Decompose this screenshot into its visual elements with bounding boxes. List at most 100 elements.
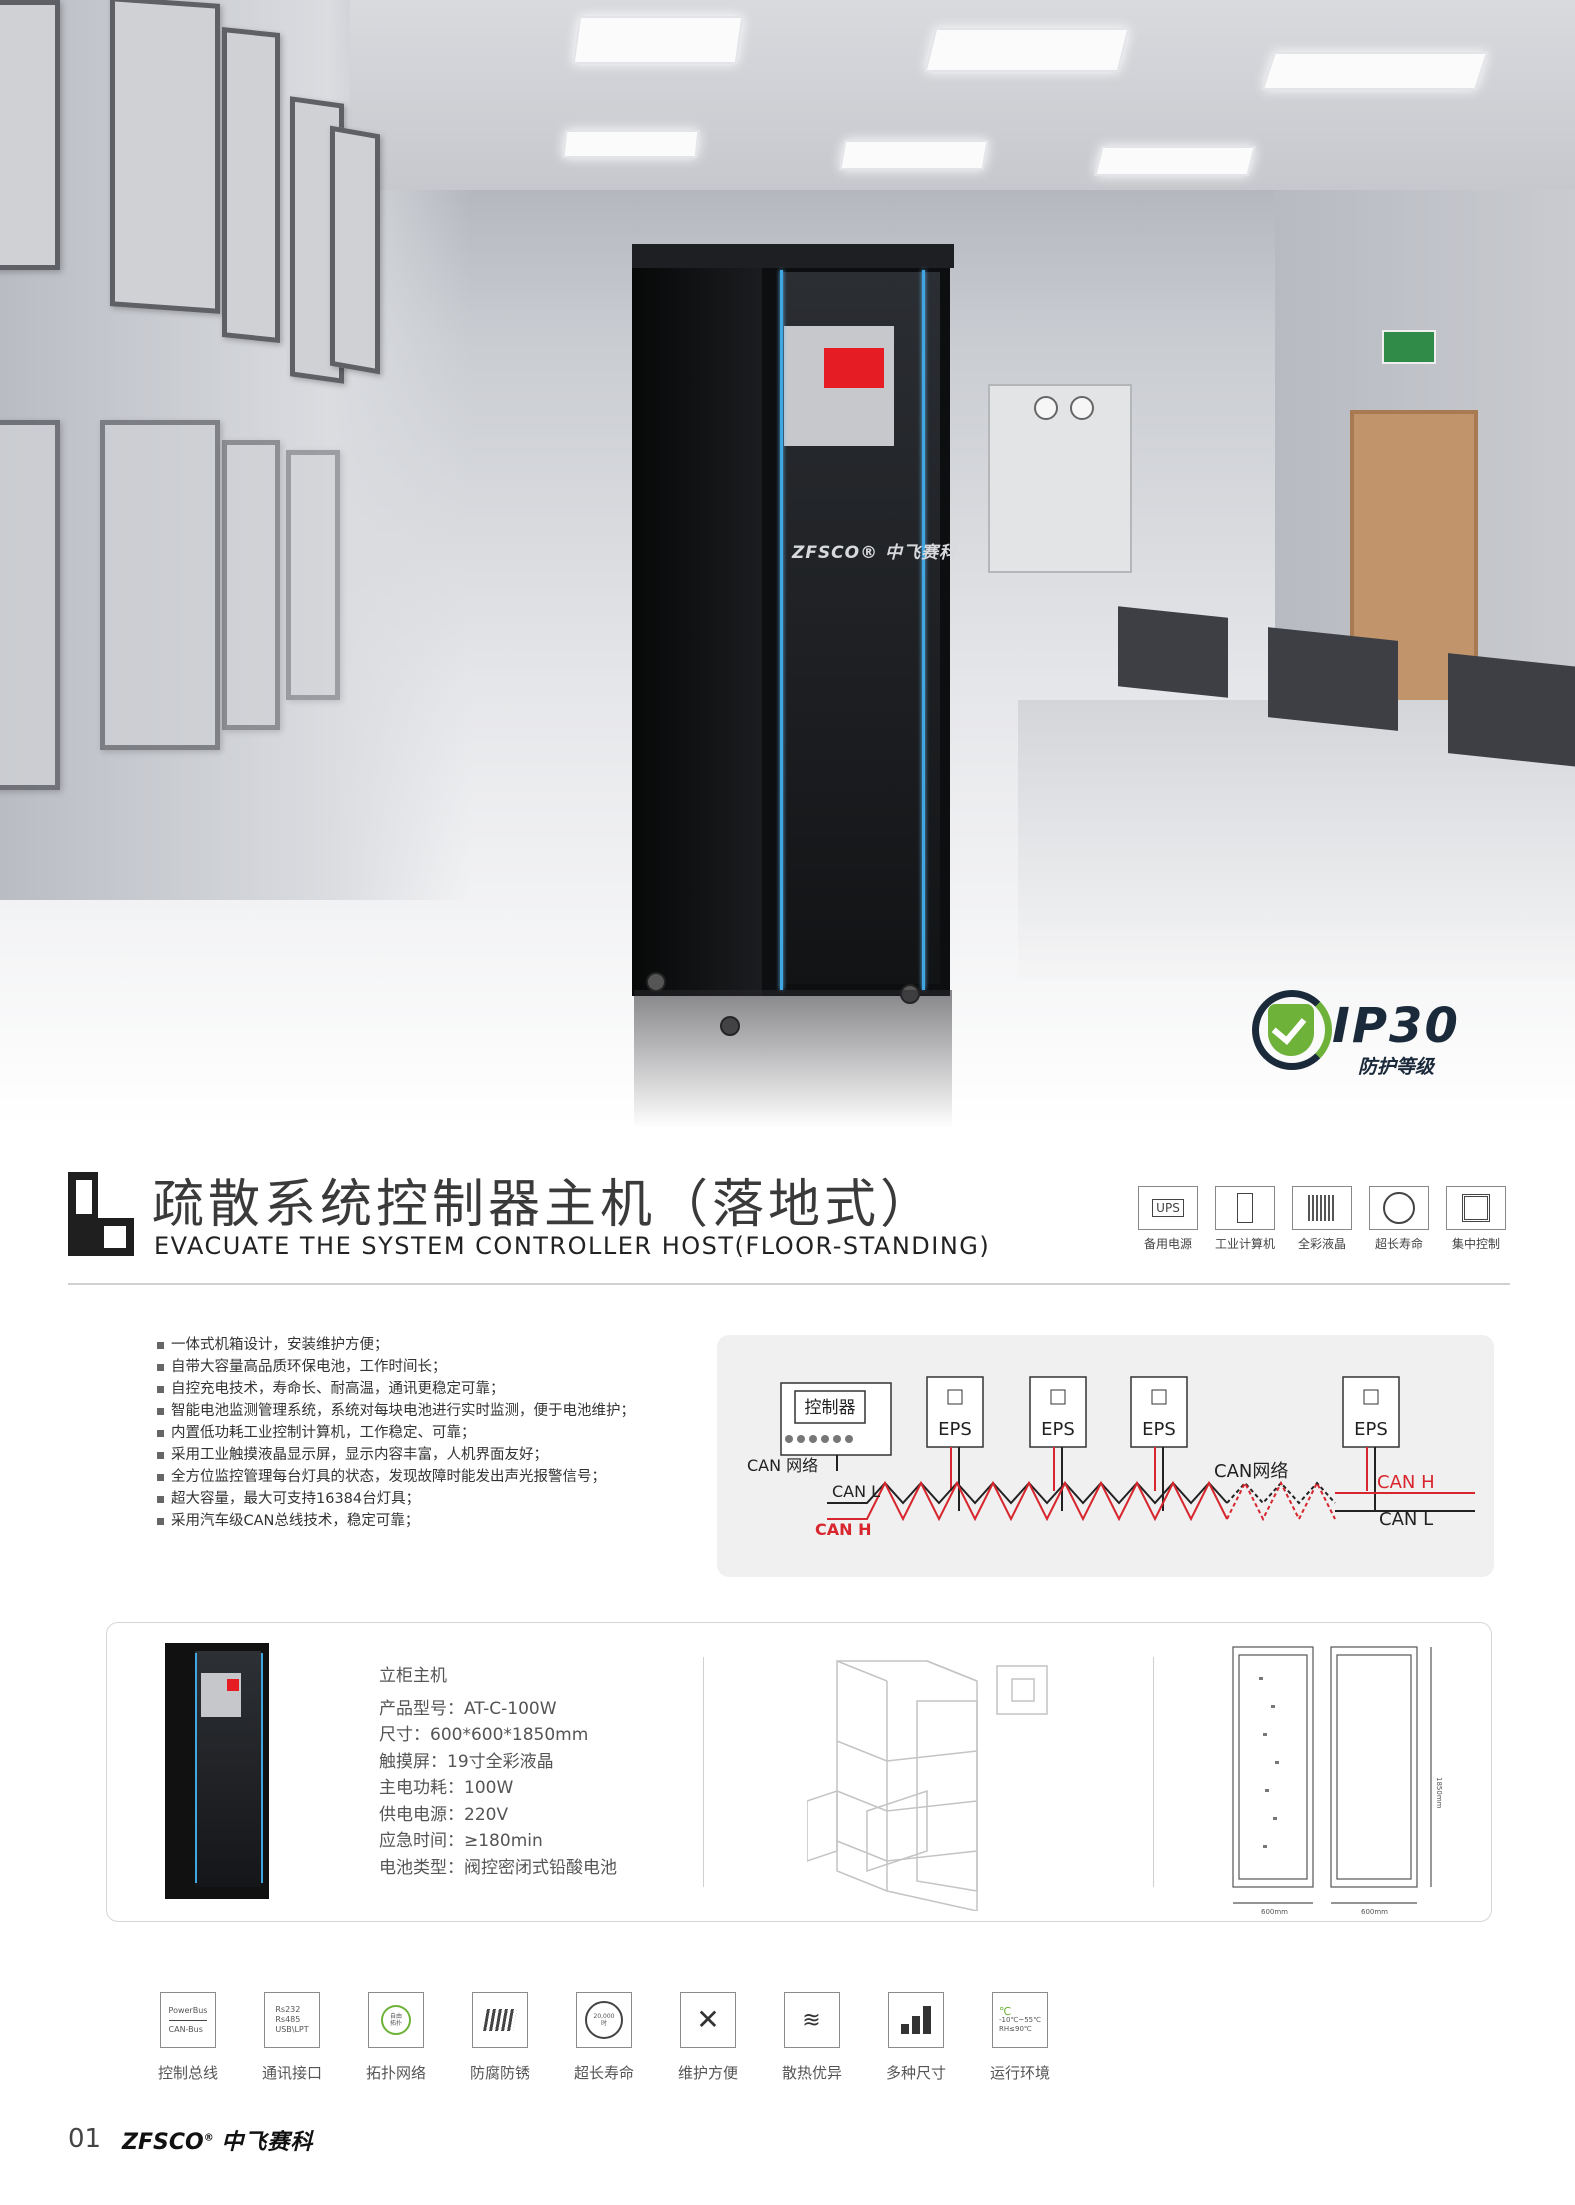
page-subtitle: EVACUATE THE SYSTEM CONTROLLER HOST(FLOO…: [154, 1232, 991, 1260]
hero-image: ZFSCO® 中飞赛科: [0, 0, 1575, 1128]
page-title: 疏散系统控制器主机（落地式）: [152, 1175, 937, 1235]
feature-label: 全彩液晶: [1297, 1237, 1346, 1251]
divider: [68, 1283, 1510, 1285]
cabinet-thumbnail: [165, 1643, 269, 1899]
ceiling-light: [572, 16, 744, 64]
ip-rating-badge: IP30 防护等级: [1252, 990, 1472, 1090]
feature-label: 超长寿命: [1374, 1237, 1423, 1251]
led-strip: [780, 270, 783, 990]
svg-text:EPS: EPS: [1142, 1419, 1176, 1440]
spec-line: 供电电源：220V: [379, 1804, 509, 1825]
feature-label: 集中控制: [1451, 1237, 1500, 1251]
spec-line: 电池类型：阀控密闭式铅酸电池: [379, 1857, 617, 1878]
can-l-label: CAN L: [1379, 1509, 1433, 1530]
can-h-label: CAN H: [1377, 1472, 1435, 1493]
spec-heading: 立柜主机: [379, 1666, 447, 1686]
wall-monitor: [330, 125, 380, 375]
feature-long-life: 超长寿命: [1368, 1186, 1430, 1252]
floor-reflection: [634, 990, 952, 1128]
feature-label: 防腐防锈: [469, 2064, 530, 2082]
can-l-label: CAN L: [832, 1482, 880, 1501]
shield-icon: [1268, 1004, 1314, 1056]
footer-logo: ZFSCO® 中飞赛科: [122, 2130, 314, 2155]
list-item: 全方位监控管理每台灯具的状态，发现故障时能发出声光报警信号；: [157, 1466, 635, 1488]
feature-operating-environment: ℃ -10℃~55℃ RH≤90℃ 运行环境: [980, 1992, 1060, 2083]
ceiling-light: [1094, 146, 1256, 176]
feature-anti-corrosion: 防腐防锈: [460, 1992, 540, 2083]
wall-monitor: [222, 440, 280, 730]
sizes-icon: [888, 1992, 944, 2048]
feature-topology: 自由拓扑 拓扑网络: [356, 1992, 436, 2083]
feature-central-control: 集中控制: [1445, 1186, 1507, 1252]
ceiling-light: [1261, 52, 1489, 90]
feature-label: 工业计算机: [1214, 1237, 1275, 1251]
feature-label: 拓扑网络: [365, 2064, 426, 2082]
ceiling-light: [924, 28, 1130, 72]
feature-ups: UPS 备用电源: [1137, 1186, 1199, 1252]
dimension-drawing: 600mm 600mm 1850mm: [1232, 1646, 1443, 1916]
svg-text:EPS: EPS: [1041, 1419, 1075, 1440]
feature-label: 通讯接口: [261, 2064, 322, 2082]
divider: [703, 1657, 704, 1887]
feature-label: 备用电源: [1143, 1237, 1192, 1251]
eps-box: EPS: [926, 1376, 984, 1448]
wall-monitor: [286, 450, 340, 700]
ip-ring-icon: [1252, 990, 1332, 1070]
wall-monitor: [222, 26, 280, 344]
spec-card: 立柜主机 产品型号：AT-C-100W 尺寸：600*600*1850mm 触摸…: [106, 1622, 1492, 1922]
feature-heat-dissipation: ≋ 散热优异: [772, 1992, 852, 2083]
feature-easy-maintenance: ✕ 维护方便: [668, 1992, 748, 2083]
ip-rating-label: 防护等级: [1358, 1056, 1435, 1078]
environment-icon: ℃ -10℃~55℃ RH≤90℃: [992, 1992, 1048, 2048]
feature-label: 控制总线: [157, 2064, 218, 2082]
exploded-view-drawing: [807, 1660, 1048, 1911]
feature-sizes: 多种尺寸: [876, 1992, 956, 2083]
heat-dissipation-icon: ≋: [784, 1992, 840, 2048]
gauge-icon: [1034, 396, 1058, 420]
eps-box: EPS: [1130, 1376, 1188, 1448]
spec-line: 应急时间：≥180min: [379, 1831, 543, 1851]
can-network-label: CAN网络: [1214, 1461, 1288, 1482]
ups-icon: UPS: [1138, 1186, 1198, 1230]
feature-list: 一体式机箱设计，安装维护方便； 自带大容量高品质环保电池，工作时间长； 自控充电…: [157, 1334, 635, 1532]
list-item: 一体式机箱设计，安装维护方便；: [157, 1334, 635, 1356]
svg-text:600mm: 600mm: [1361, 1908, 1388, 1916]
wall-monitor: [0, 420, 60, 790]
divider: [1153, 1657, 1154, 1887]
feature-industrial-computer: 工业计算机: [1214, 1186, 1276, 1252]
list-item: 采用汽车级CAN总线技术，稳定可靠；: [157, 1510, 635, 1532]
list-item: 超大容量，最大可支持16384台灯具；: [157, 1488, 635, 1510]
clock-icon: [1369, 1186, 1429, 1230]
ceiling-light: [562, 130, 700, 158]
list-item: 采用工业触摸液晶显示屏，显示内容丰富，人机界面友好；: [157, 1444, 635, 1466]
desk-monitor: [1448, 653, 1575, 767]
cabinet-screen-red: [824, 348, 884, 388]
spec-list: 立柜主机 产品型号：AT-C-100W 尺寸：600*600*1850mm 触摸…: [379, 1663, 617, 1881]
spec-line: 尺寸：600*600*1850mm: [379, 1725, 589, 1745]
desk-monitor: [1268, 627, 1398, 731]
controller-label: 控制器: [805, 1398, 856, 1418]
can-network-diagram: 控制器 EPS EPS EPS EPS: [717, 1335, 1494, 1577]
controller-box: 控制器: [780, 1382, 892, 1456]
ceiling-light: [839, 140, 989, 170]
feature-label: 运行环境: [989, 2064, 1050, 2082]
list-item: 智能电池监测管理系统，系统对每块电池进行实时监测，便于电池维护；: [157, 1400, 635, 1422]
list-item: 自控充电技术，寿命长、耐高温，通讯更稳定可靠；: [157, 1378, 635, 1400]
chip-icon: [1446, 1186, 1506, 1230]
feature-label: 散热优异: [781, 2064, 842, 2082]
electrical-box: [988, 384, 1132, 573]
feature-label: 维护方便: [677, 2064, 738, 2082]
gauge-icon: [1070, 396, 1094, 420]
feature-full-color-lcd: 全彩液晶: [1291, 1186, 1353, 1252]
spec-line: 产品型号：AT-C-100W: [379, 1698, 557, 1719]
full-color-lcd-icon: [1292, 1186, 1352, 1230]
eps-box: EPS: [1342, 1376, 1400, 1448]
list-item: 自带大容量高品质环保电池，工作时间长；: [157, 1356, 635, 1378]
topology-icon: 自由拓扑: [368, 1992, 424, 2048]
svg-text:EPS: EPS: [938, 1419, 972, 1440]
led-strip: [922, 270, 925, 990]
spec-line: 主电功耗：100W: [379, 1778, 514, 1798]
